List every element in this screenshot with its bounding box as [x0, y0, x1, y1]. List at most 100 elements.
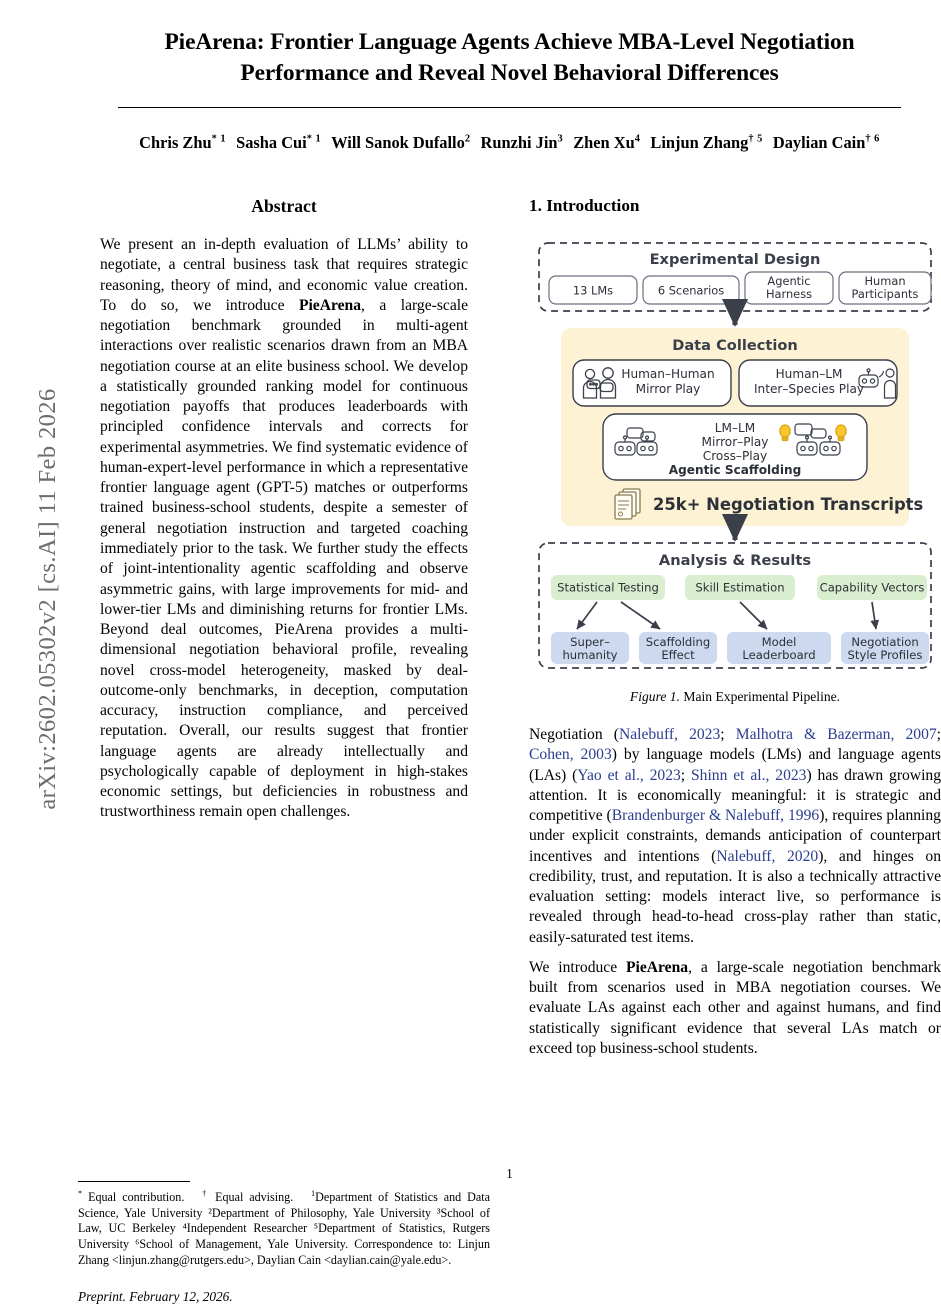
svg-text:Human–Human: Human–Human: [621, 367, 714, 381]
introduction-heading: 1. Introduction: [529, 196, 640, 215]
intro-text: ) by language models (LMs) and language …: [529, 746, 941, 784]
figure-caption-text: Main Experimental Pipeline.: [683, 689, 841, 704]
intro-paragraph-1: Negotiation (Nalebuff, 2023; Malhotra & …: [529, 725, 941, 948]
author-affiliation-mark: * 1: [211, 133, 227, 145]
svg-text:Scaffolding: Scaffolding: [646, 635, 710, 649]
preprint-line: Preprint. February 12, 2026.: [78, 1288, 233, 1304]
svg-text:Agentic Scaffolding: Agentic Scaffolding: [669, 463, 802, 477]
author-affiliation-mark: 4: [634, 133, 641, 145]
figure-1: Experimental Design 13 LMs 6 Scenarios A…: [529, 238, 941, 705]
abstract-part2: , a large-scale negotiation benchmark gr…: [100, 296, 469, 821]
abstract-body: We present an in-depth evaluation of LLM…: [100, 235, 468, 823]
svg-text:Capability Vectors: Capability Vectors: [820, 581, 925, 595]
page-title: PieArena: Frontier Language Agents Achie…: [164, 29, 855, 87]
robot-pair-bulbs-icon: [779, 423, 847, 456]
svg-text:Harness: Harness: [766, 287, 812, 301]
svg-text:Experimental Design: Experimental Design: [650, 251, 821, 268]
dagger-mark: †: [202, 1189, 210, 1198]
intro-text: ;: [720, 726, 736, 743]
abstract-part1: We present an in-depth evaluation of LLM…: [100, 236, 468, 314]
intro-p2-post: , a large-scale negotiation benchmark bu…: [529, 958, 941, 1057]
svg-text:Human: Human: [864, 274, 905, 288]
svg-text:6 Scenarios: 6 Scenarios: [658, 284, 724, 298]
intro-paragraph-2: We introduce PieArena, a large-scale neg…: [529, 958, 941, 1059]
arxiv-stamp: arXiv:2602.05302v2 [cs.AI] 11 Feb 2026: [34, 388, 61, 810]
intro-text: ) has drawn growing attention. It is eco…: [529, 766, 941, 825]
author-affiliation-mark: 3: [557, 133, 564, 145]
svg-text:Leaderboard: Leaderboard: [742, 648, 815, 662]
stage-analysis-results: Analysis & Results Statistical Testing S…: [538, 542, 932, 669]
robot-and-human-icon: [858, 368, 897, 399]
author-list: Chris Zhu* 1 Sasha Cui* 1 Will Sanok Dufal…: [90, 133, 930, 153]
citation[interactable]: Shinn et al., 2023: [691, 766, 807, 784]
stage-data-collection: Data Collection: [561, 328, 923, 526]
two-column-body: Abstract We present an in-depth evaluati…: [78, 196, 941, 1304]
robot-pair-left-icon: [614, 427, 658, 456]
svg-text:Style Profiles: Style Profiles: [848, 648, 923, 662]
svg-text:Human–LM: Human–LM: [776, 367, 843, 381]
svg-text:humanity: humanity: [562, 648, 617, 662]
author-affiliation-mark: † 6: [865, 133, 880, 145]
citation[interactable]: Yao et al., 2023: [577, 766, 681, 784]
footnote-text: * Equal contribution. † Equal advising. …: [78, 1189, 490, 1269]
right-column: 1. Introduction Experimental Design: [529, 196, 941, 1069]
svg-text:Model: Model: [762, 635, 797, 649]
affiliation-mark-1: 1: [311, 1189, 316, 1198]
footnote-equal-advising: Equal advising.: [215, 1190, 294, 1205]
page-number: 1: [506, 1166, 513, 1181]
author: Will Sanok Dufallo2: [331, 132, 471, 152]
intro-text: ), requires planning under explicit cons…: [529, 807, 941, 865]
abstract-heading: Abstract: [251, 196, 317, 216]
intro-text: ;: [936, 726, 941, 743]
citation[interactable]: Malhotra & Bazerman, 2007: [735, 726, 937, 743]
author: Daylian Cain† 6: [772, 132, 880, 152]
citation[interactable]: Brandenburger & Nalebuff, 1996: [611, 807, 820, 825]
footnote-divider: [78, 1181, 190, 1182]
abstract-bold-name: PieArena: [298, 296, 362, 314]
intro-text: Negotiation (: [529, 726, 619, 743]
svg-text:Agentic: Agentic: [767, 274, 810, 288]
svg-text:Data Collection: Data Collection: [672, 337, 798, 354]
intro-text: ;: [680, 766, 691, 784]
svg-text:13 LMs: 13 LMs: [573, 284, 613, 298]
author-affiliation-mark: * 1: [306, 133, 322, 145]
author-affiliation-mark: 2: [464, 133, 471, 145]
figure-label: Figure 1.: [629, 689, 680, 704]
svg-text:Mirror–Play: Mirror–Play: [702, 435, 769, 449]
citation[interactable]: Cohen, 2003: [529, 746, 612, 764]
svg-text:Participants: Participants: [852, 287, 919, 301]
svg-text:Effect: Effect: [661, 648, 695, 662]
author: Sasha Cui* 1: [236, 132, 322, 152]
title-divider: [118, 106, 901, 108]
svg-text:Mirror Play: Mirror Play: [636, 382, 701, 396]
left-column: Abstract We present an in-depth evaluati…: [78, 196, 490, 1304]
two-people-chat-icon: [582, 367, 617, 399]
intro-p2-bold: PieArena: [626, 958, 689, 976]
svg-text:Cross–Play: Cross–Play: [703, 449, 767, 463]
svg-text:Negotiation: Negotiation: [851, 635, 918, 649]
svg-text:25k+ Negotiation Transcripts: 25k+ Negotiation Transcripts: [653, 495, 923, 514]
svg-text:Super–: Super–: [570, 635, 610, 649]
svg-text:Inter–Species Play: Inter–Species Play: [754, 382, 864, 396]
figure-caption: Figure 1. Main Experimental Pipeline.: [529, 689, 941, 705]
abstract-paragraph: We present an in-depth evaluation of LLM…: [100, 235, 468, 823]
svg-text:Analysis & Results: Analysis & Results: [659, 552, 811, 569]
author: Linjun Zhang† 5: [650, 132, 763, 152]
documents-icon: [614, 488, 641, 520]
paper-page: PieArena: Frontier Language Agents Achie…: [78, 0, 941, 1304]
footnote-equal-contribution: Equal contribution.: [88, 1190, 185, 1205]
author: Runzhi Jin3: [480, 132, 564, 152]
stage-experimental-design: Experimental Design 13 LMs 6 Scenarios A…: [538, 242, 932, 312]
svg-text:Skill Estimation: Skill Estimation: [695, 581, 784, 595]
intro-p2-pre: We introduce: [529, 958, 626, 976]
citation[interactable]: Nalebuff, 2020: [716, 847, 819, 865]
pipeline-diagram: Experimental Design 13 LMs 6 Scenarios A…: [529, 238, 941, 675]
asterisk-mark: *: [78, 1189, 83, 1198]
svg-text:LM–LM: LM–LM: [715, 421, 755, 435]
svg-text:Statistical Testing: Statistical Testing: [557, 581, 659, 595]
citation[interactable]: Nalebuff, 2023: [618, 726, 721, 743]
author: Zhen Xu4: [573, 132, 641, 152]
author: Chris Zhu* 1: [139, 132, 227, 152]
author-affiliation-mark: † 5: [748, 133, 763, 145]
intro-text: ), and hinges on credibility, trust, and…: [529, 847, 941, 946]
